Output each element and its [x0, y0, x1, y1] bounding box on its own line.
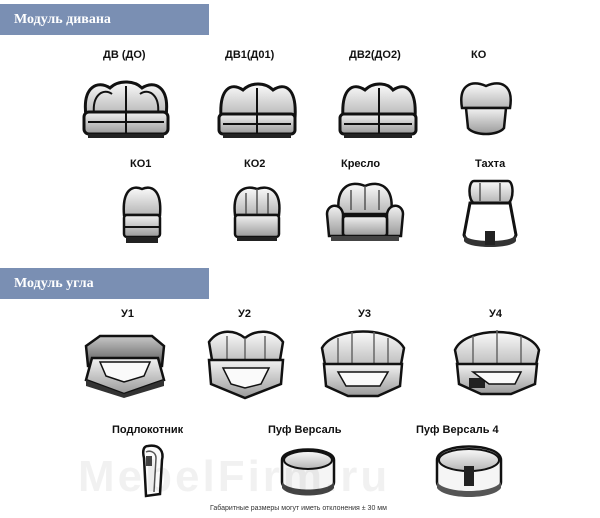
- side-chair-module-icon: [232, 185, 282, 245]
- pouf-versal-icon: [278, 442, 338, 498]
- label-dv2: ДВ2(ДО2): [349, 49, 401, 61]
- footnote: Габаритные размеры могут иметь отклонени…: [210, 505, 387, 512]
- corner-module-1-icon: [80, 328, 170, 398]
- label-kreslo: Кресло: [341, 158, 381, 170]
- pouf-versal-4-icon: [433, 440, 505, 500]
- label-u1: У1: [121, 308, 134, 320]
- corner-module-3-icon: [318, 326, 408, 400]
- ottoman-couch-icon: [460, 177, 520, 253]
- watermark: MebelFirm.ru: [78, 452, 391, 501]
- corner-module-header: Модуль угла: [0, 268, 209, 299]
- corner-module-4-icon: [451, 326, 543, 398]
- label-u2: У2: [238, 308, 251, 320]
- corner-module-2-icon: [205, 326, 287, 400]
- armchair-icon: [325, 180, 405, 246]
- sofa-module-header: Модуль дивана: [0, 4, 209, 35]
- label-dv1: ДВ1(Д01): [225, 49, 275, 61]
- two-seat-sofa-module-icon: [80, 76, 172, 140]
- single-seat-module-icon: [458, 78, 514, 138]
- label-dv: ДВ (ДО): [103, 49, 146, 61]
- armrest-icon: [138, 442, 168, 500]
- label-u4: У4: [489, 308, 502, 320]
- two-seat-sofa-module-no-arms-icon: [337, 78, 419, 140]
- armless-chair-module-icon: [121, 185, 163, 247]
- label-ko: КО: [471, 49, 487, 61]
- two-seat-sofa-module-one-arm-icon: [217, 78, 297, 140]
- label-pouf-versal: Пуф Версаль: [268, 424, 342, 436]
- label-takhta: Тахта: [475, 158, 506, 170]
- label-ko1: КО1: [130, 158, 152, 170]
- label-pouf-versal-4: Пуф Версаль 4: [416, 424, 499, 436]
- label-ko2: КО2: [244, 158, 266, 170]
- label-u3: У3: [358, 308, 371, 320]
- label-armrest: Подлокотник: [112, 424, 184, 436]
